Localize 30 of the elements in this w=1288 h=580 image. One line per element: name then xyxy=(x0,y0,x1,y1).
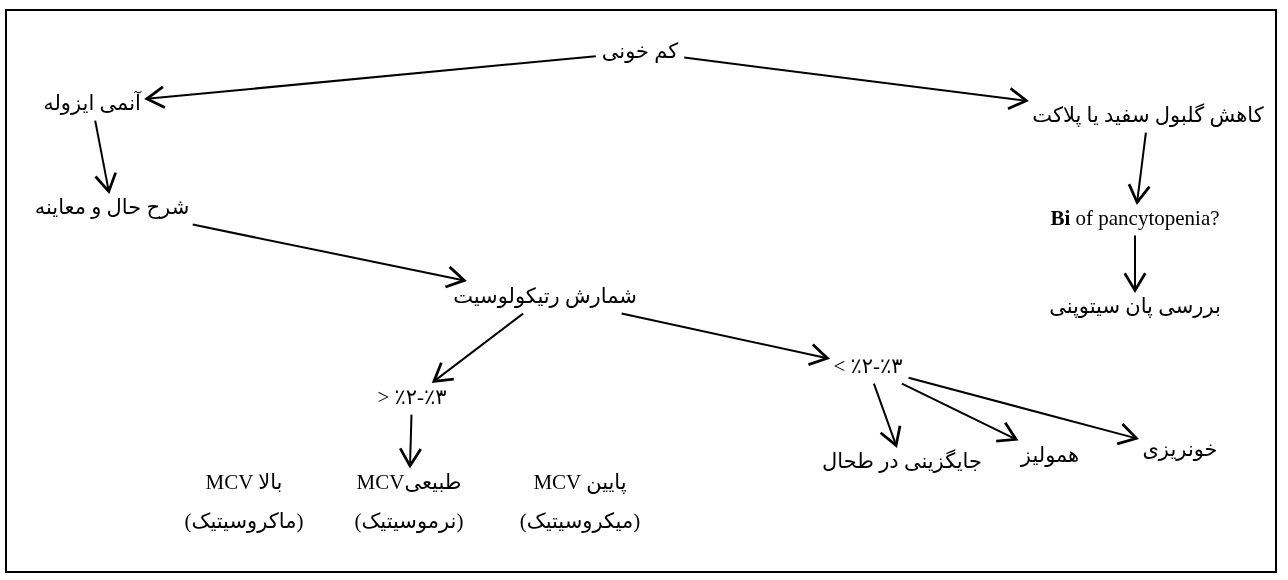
step-label: MCV پایین xyxy=(532,469,628,495)
arrow xyxy=(872,382,902,447)
arrow xyxy=(1127,131,1151,204)
arrow xyxy=(145,55,597,109)
step-label: MCVطبیعی xyxy=(355,469,463,495)
step-label: MCV بالا xyxy=(204,469,284,495)
note-text: (ماکروسیتیک) xyxy=(184,509,304,535)
step-label: کاهش گلبول سفید یا پلاکت xyxy=(1032,103,1264,129)
step-label: جایگزینی در طحال xyxy=(822,449,982,475)
step-label: Bi of pancytopenia? xyxy=(1050,206,1220,232)
step-label: همولیز xyxy=(1020,443,1080,469)
arrow xyxy=(683,56,1028,111)
arrow xyxy=(94,119,118,193)
arrow xyxy=(620,312,829,366)
arrow xyxy=(1123,234,1147,292)
step-label: خونریزی xyxy=(1142,437,1218,463)
step-label: کم خونی xyxy=(601,39,679,65)
arrow xyxy=(398,413,423,468)
arrow xyxy=(900,382,1018,443)
note-text: (نرموسیتیک) xyxy=(354,509,464,535)
note-text: (میکروسیتیک) xyxy=(519,509,641,535)
arrow xyxy=(907,376,1138,446)
step-label: آنمی ایزوله xyxy=(43,91,141,117)
step-label: بررسی پان سیتوپنی xyxy=(1049,294,1221,320)
step-label: شمارش رتیکولوسیت xyxy=(453,284,637,310)
step-label: شرح حال و معاینه xyxy=(34,195,190,221)
step-label: > ٪۲-٪۳ xyxy=(377,385,447,411)
arrow xyxy=(191,223,466,289)
step-label: < ٪۲-٪۳ xyxy=(833,354,903,380)
arrow xyxy=(432,312,525,383)
